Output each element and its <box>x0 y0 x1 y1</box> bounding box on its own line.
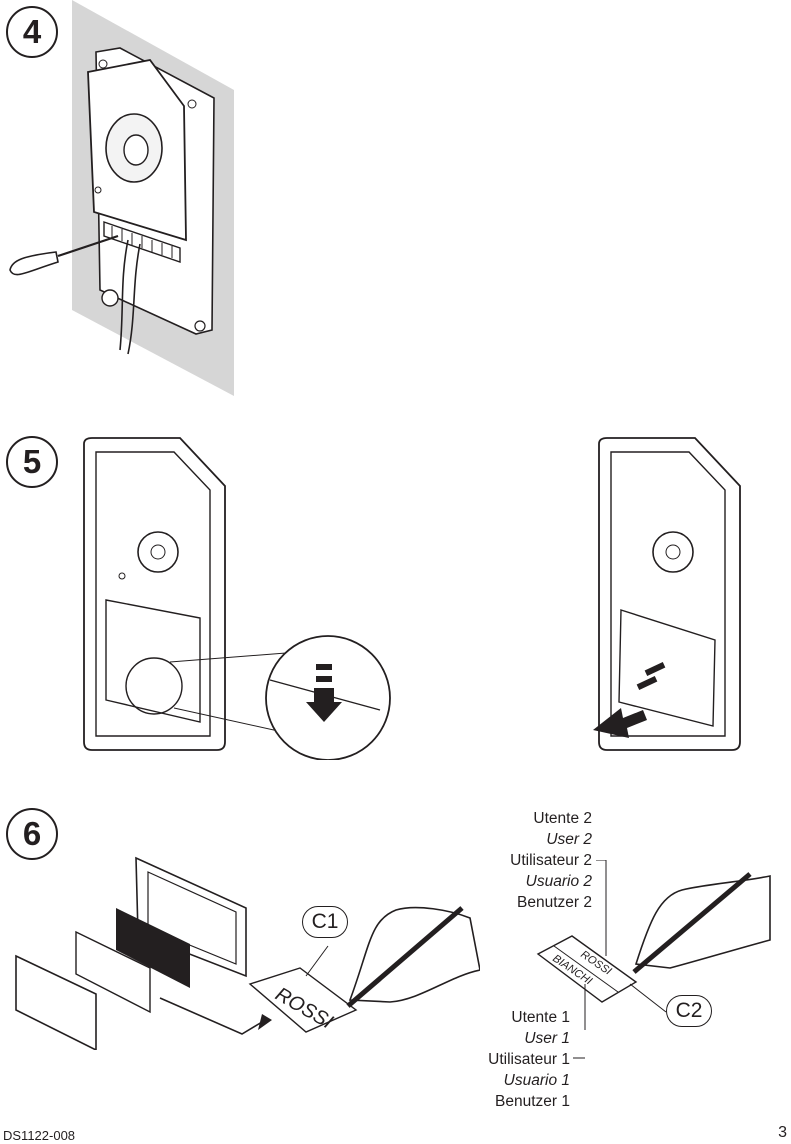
label-benutzer-2: Benutzer 2 <box>517 894 592 911</box>
step-5-illustration-left <box>83 437 391 760</box>
card-slot <box>105 599 201 723</box>
arrow-dash-2 <box>316 676 332 682</box>
transparent-sheet <box>75 930 151 1014</box>
cable-2 <box>127 243 141 355</box>
label-usuario-2: Usuario 2 <box>525 873 592 890</box>
label-utilisateur-1: Utilisateur 1 <box>488 1051 570 1068</box>
down-arrow <box>306 688 342 722</box>
detail-circle <box>125 657 183 715</box>
page-number: 3 <box>778 1124 787 1141</box>
card-holder <box>135 856 247 978</box>
callout-c1: C1 <box>302 906 348 938</box>
screw-hole-left <box>94 186 102 194</box>
label-utente-1: Utente 1 <box>511 1009 570 1026</box>
label-user-2: User 2 <box>546 831 592 848</box>
arrow-dash-2 <box>636 676 658 690</box>
screwdriver-shaft <box>57 234 119 258</box>
terminal-screws <box>111 226 173 258</box>
name-card-double <box>536 935 638 1003</box>
step-6-illustration-right: ROSSI BIANCHI <box>536 860 771 1030</box>
arrow-dash-1 <box>644 662 666 676</box>
frame-hole <box>118 572 126 580</box>
step-5-badge: 5 <box>6 436 58 488</box>
callout-c2: C2 <box>666 995 712 1027</box>
step-5-number: 5 <box>22 443 42 480</box>
label-benutzer-1: Benutzer 1 <box>495 1093 570 1110</box>
screwdriver-handle <box>9 251 59 276</box>
screw-hole-top <box>98 59 108 69</box>
screw-hole-right <box>187 99 197 109</box>
dark-insert <box>116 908 190 988</box>
mount-hub-center <box>665 544 681 560</box>
arrow-dash-1 <box>316 664 332 670</box>
screw-bottom <box>194 320 206 332</box>
pencil <box>346 906 464 1008</box>
card-slot-open <box>618 609 716 727</box>
bracket-user1-foot <box>573 1057 585 1059</box>
step-4-illustration <box>9 0 234 396</box>
speaker-cone <box>123 134 149 166</box>
step-6-number: 6 <box>22 815 42 852</box>
card-holder-inner <box>147 871 237 965</box>
step-4-number: 4 <box>22 13 42 50</box>
step-6-badge: 6 <box>6 808 58 860</box>
document-code: DS1122-008 <box>3 1128 76 1143</box>
name-card <box>248 967 358 1033</box>
insert-arrow-head <box>258 1014 272 1030</box>
callout-c1-text: C1 <box>311 910 339 933</box>
connector-nut <box>101 289 119 307</box>
label-utilisateur-2: Utilisateur 2 <box>510 852 592 869</box>
step-4-badge: 4 <box>6 6 58 58</box>
labels-user-2: Utente 2 User 2 Utilisateur 2 Usuario 2 … <box>510 808 592 913</box>
pencil <box>632 872 752 974</box>
c1-leader <box>305 945 329 977</box>
mount-hub-center <box>150 544 166 560</box>
callout-c2-text: C2 <box>675 999 703 1022</box>
front-cover <box>15 954 97 1050</box>
label-usuario-1: Usuario 1 <box>503 1072 570 1089</box>
label-user-1: User 1 <box>524 1030 570 1047</box>
insert-arrow-line <box>159 997 263 1035</box>
cable-1 <box>119 239 129 351</box>
step-6-illustration-left: ROSSI <box>15 856 480 1050</box>
card-divider <box>553 945 619 993</box>
labels-user-1: Utente 1 User 1 Utilisateur 1 Usuario 1 … <box>488 1007 570 1112</box>
c2-leader <box>629 983 667 1013</box>
left-arrow <box>593 708 647 738</box>
step-5-illustration-right <box>593 437 741 751</box>
label-utente-2: Utente 2 <box>533 810 592 827</box>
